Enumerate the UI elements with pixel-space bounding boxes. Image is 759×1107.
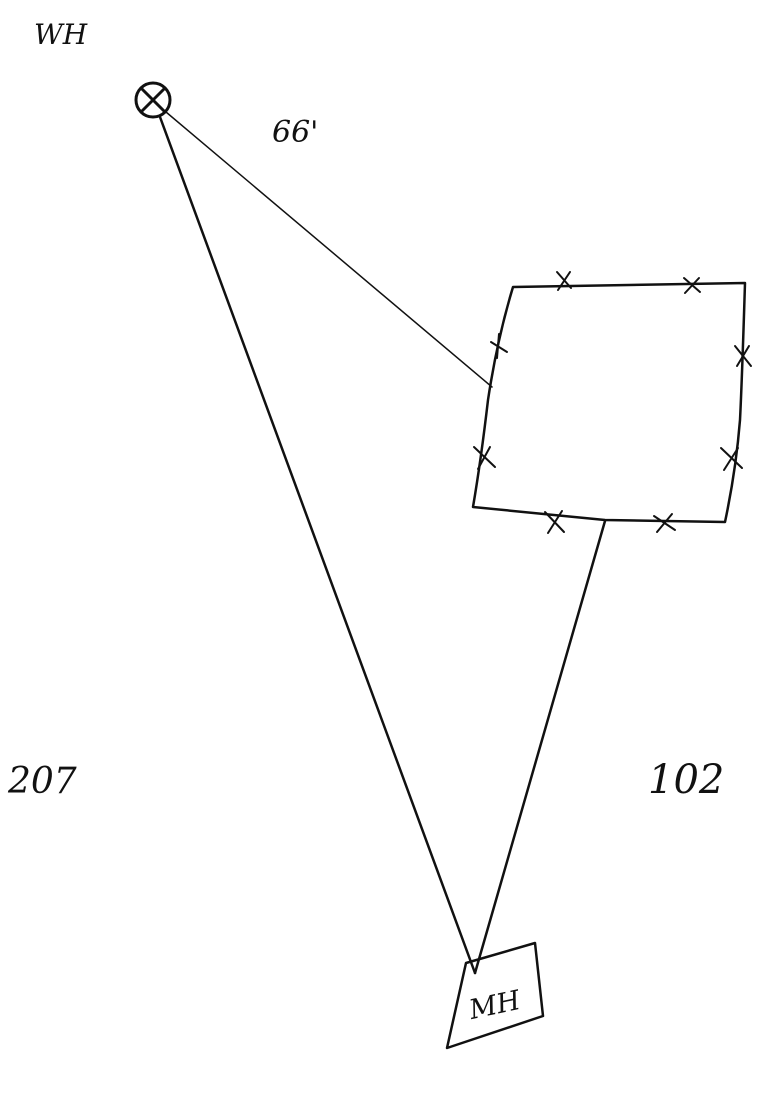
x-mark-icon bbox=[473, 446, 496, 470]
x-mark-icon bbox=[556, 271, 572, 291]
x-mark-icon bbox=[734, 345, 752, 367]
line-well-to-building bbox=[165, 111, 493, 388]
line-well-to-manhole bbox=[158, 115, 477, 975]
x-mark-icon bbox=[720, 447, 743, 471]
line-building-to-manhole bbox=[473, 519, 607, 975]
manhole-box bbox=[445, 941, 545, 1050]
manhole-label: MH bbox=[466, 985, 524, 1026]
distance-building-manhole-label: 102 bbox=[648, 757, 724, 803]
x-mark-icon bbox=[653, 513, 676, 533]
x-mark-icon bbox=[544, 510, 565, 534]
well-head-label: WH bbox=[34, 18, 88, 51]
building-outline bbox=[471, 281, 747, 524]
well-circled-x-icon bbox=[134, 81, 172, 119]
distance-well-manhole-label: 207 bbox=[7, 761, 77, 802]
x-mark-icon bbox=[490, 333, 508, 359]
fence-markers bbox=[473, 271, 752, 534]
x-mark-icon bbox=[683, 277, 701, 294]
distance-well-building-label: 66' bbox=[272, 115, 318, 150]
